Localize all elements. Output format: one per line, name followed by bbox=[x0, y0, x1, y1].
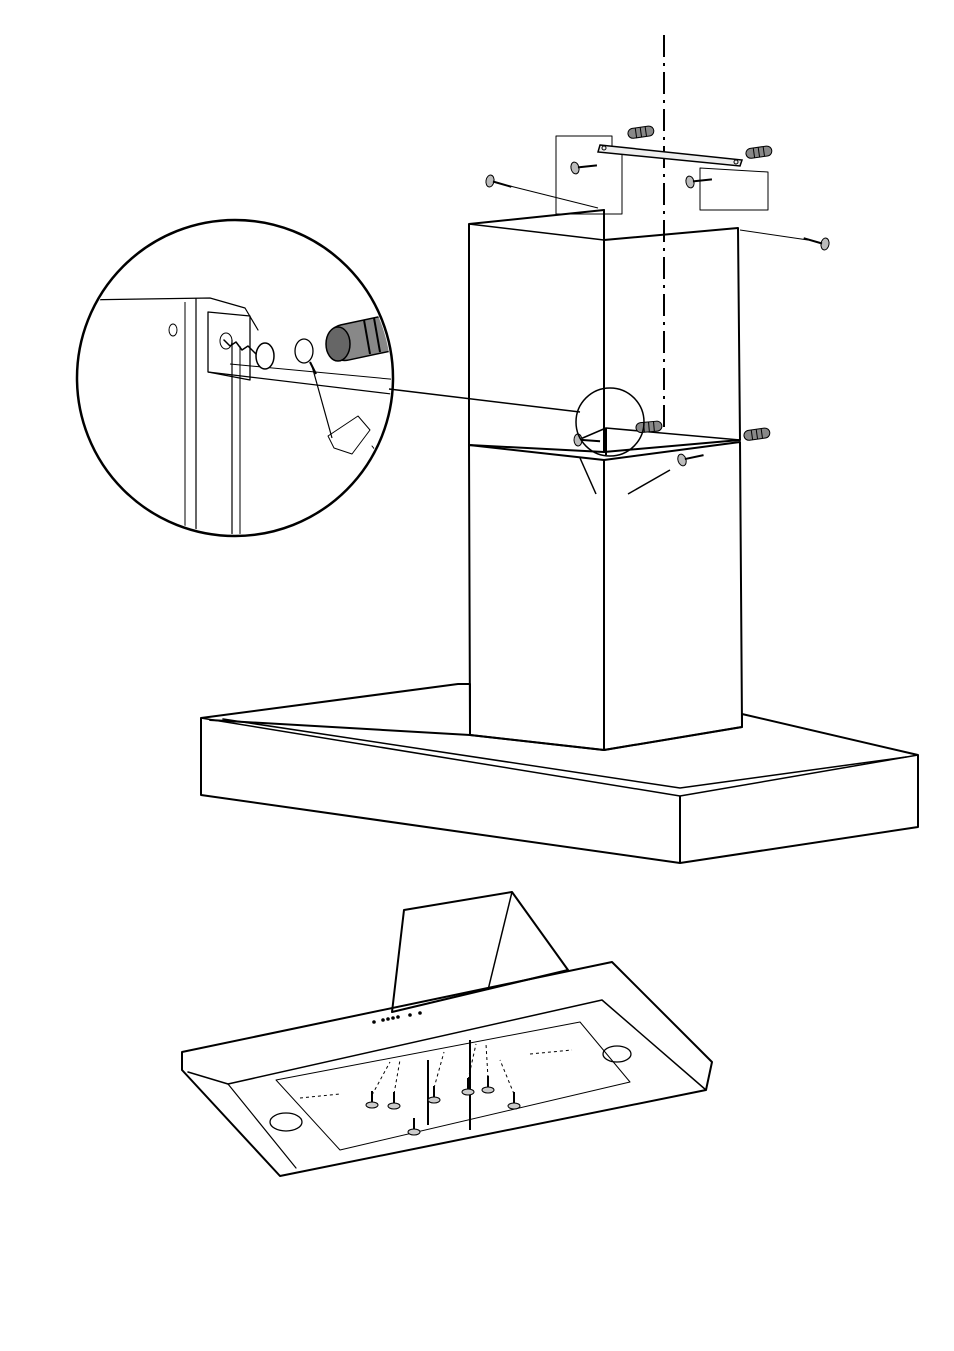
bracket-screw bbox=[485, 158, 830, 251]
detail-magnifier-circle bbox=[389, 388, 670, 494]
screw-leader-lines bbox=[510, 186, 808, 240]
detail-wall-plug bbox=[323, 308, 426, 364]
control-buttons bbox=[372, 1011, 422, 1024]
pencil-hand bbox=[310, 362, 386, 462]
upper-chimney bbox=[469, 210, 740, 452]
hood-canopy bbox=[201, 684, 918, 863]
lower-chimney bbox=[469, 442, 742, 750]
detail-circle bbox=[77, 220, 427, 540]
screw-guide-lines bbox=[300, 1044, 572, 1098]
hood-underside bbox=[182, 892, 712, 1176]
ceiling-bracket bbox=[556, 136, 768, 214]
